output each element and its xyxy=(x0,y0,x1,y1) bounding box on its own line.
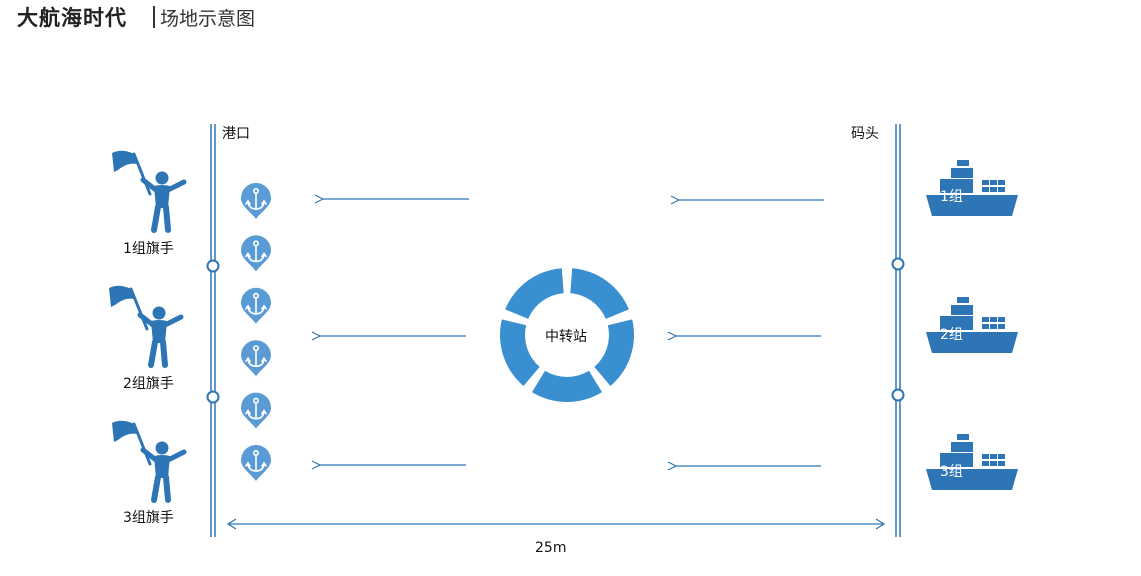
distance-label: 25m xyxy=(535,540,567,556)
flagbearer-label-3: 3组旗手 xyxy=(123,510,174,526)
flagbearer-label-2: 2组旗手 xyxy=(123,376,174,392)
flagbearer-icons xyxy=(109,150,187,503)
flagbearer-icon xyxy=(109,285,184,368)
anchor-icon xyxy=(241,287,271,324)
anchor-icon xyxy=(241,392,271,429)
left-boundary-line xyxy=(206,124,220,537)
ship-icons xyxy=(926,160,1018,490)
port-label: 港口 xyxy=(222,126,250,142)
dock-label: 码头 xyxy=(851,126,879,142)
ship-icon xyxy=(926,160,1018,216)
page-title: 大航海时代 xyxy=(17,6,127,30)
page-subtitle: 场地示意图 xyxy=(160,8,256,30)
ring-segment xyxy=(531,370,603,402)
ship-icon xyxy=(926,434,1018,490)
transfer-station-ring xyxy=(500,268,635,402)
ring-segment xyxy=(570,268,629,319)
anchor-pins xyxy=(241,183,271,481)
ring-segment xyxy=(594,319,635,386)
ship-icon xyxy=(926,297,1018,353)
right-boundary-line xyxy=(891,124,905,537)
transfer-station-label: 中转站 xyxy=(545,329,587,345)
anchor-icon xyxy=(241,183,271,219)
flagbearer-icon xyxy=(112,150,187,233)
arrows xyxy=(320,199,824,466)
ring-segment xyxy=(500,319,540,386)
ring-segment xyxy=(505,268,564,319)
anchor-icon xyxy=(241,445,271,481)
title-divider xyxy=(153,6,155,28)
flagbearer-label-1: 1组旗手 xyxy=(123,241,174,257)
anchor-icon xyxy=(241,235,271,272)
ship-label-2: 2组 xyxy=(940,327,963,343)
flagbearer-icon xyxy=(112,420,187,503)
ship-label-3: 3组 xyxy=(940,464,963,480)
distance-arrow xyxy=(226,518,886,530)
ship-label-1: 1组 xyxy=(940,189,963,205)
anchor-icon xyxy=(241,340,271,377)
